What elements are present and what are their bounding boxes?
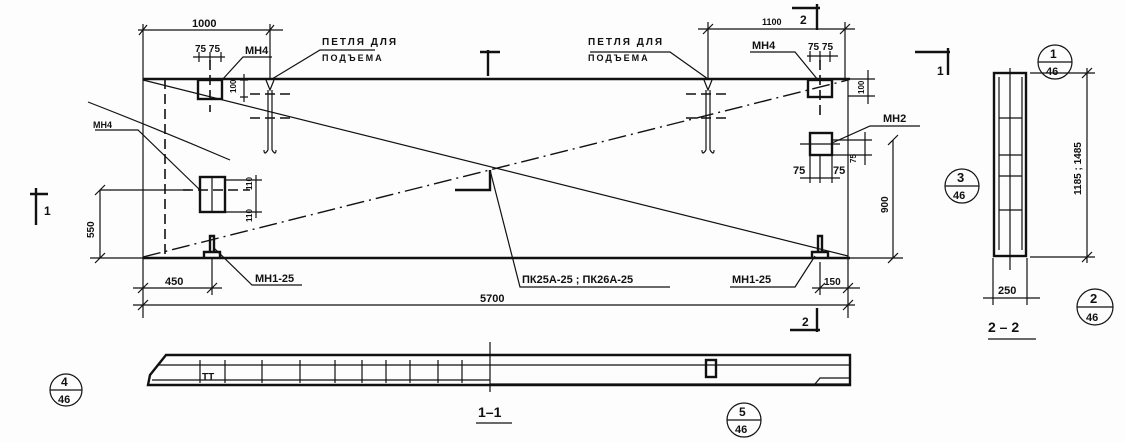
panel-mark-leader [489, 169, 670, 288]
section-1-left-label: 1 [44, 204, 51, 218]
dim-1000-line [138, 24, 283, 36]
mn1-right-insert [810, 234, 830, 258]
callout-4-46: 4 46 [49, 373, 83, 407]
section-1-1-stirrups [199, 342, 491, 392]
callout-number: 2 [1090, 291, 1097, 306]
mn-left-upper-dim: 110 [245, 177, 254, 190]
lifting-loop-left [250, 79, 290, 154]
dim-150-line [812, 262, 860, 295]
section-1-1-reinforcement [152, 364, 850, 385]
mn4-left-dim [193, 52, 225, 62]
loop-right-label-1: ПЕТЛЯ ДЛЯ [588, 37, 664, 48]
mn2-spacing-left: 75 [793, 165, 805, 177]
dim-1100-line [698, 22, 855, 79]
callout-sheet: 46 [58, 394, 70, 406]
dim-250-line [983, 258, 1040, 305]
loop-left-label-2: ПОДЪЕМА [322, 53, 384, 63]
mn4-right-offset-dim [848, 70, 875, 104]
section-2-bottom-label: 2 [802, 315, 809, 329]
mn1-right-leader [730, 255, 816, 288]
section-1-1: ТТ 1–1 [146, 342, 852, 424]
section-2-2-reinforcement [998, 68, 1023, 270]
mn4-left-offset-dim [240, 74, 248, 102]
section-2-2-title: 2 – 2 [988, 319, 1019, 335]
mn4-left-spacing: 75 75 [195, 44, 220, 55]
mn-left-leader-curve [87, 101, 231, 161]
section-1-right-label: 1 [937, 64, 944, 78]
dim-height-line [1030, 67, 1095, 263]
callout-sheet: 46 [1086, 312, 1098, 324]
mn2-leader [831, 125, 920, 144]
loop-left-leader [271, 49, 375, 80]
loop-left-label-1: ПЕТЛЯ ДЛЯ [322, 37, 398, 48]
panel-marks-label: ПК25А-25 ; ПК26А-25 [522, 274, 633, 286]
dim-1000: 1000 [192, 18, 216, 30]
callout-1-46: 1 46 [1037, 44, 1073, 80]
dim-5700-line [133, 258, 855, 318]
mn4-right-spacing: 75 75 [808, 42, 833, 53]
section-1-1-outline [146, 353, 852, 387]
section-mark-2-bottom [790, 308, 820, 332]
section-mark-2-top [792, 4, 820, 30]
callout-sheet: 46 [1046, 66, 1058, 78]
section-1-1-end-insert [814, 377, 850, 385]
section-1-1-title: 1–1 [478, 404, 502, 420]
section-mark-1-left [30, 188, 48, 225]
mn4-right-dim [807, 51, 838, 62]
callout-3-46: 3 46 [944, 168, 980, 204]
mn2-spacing-right: 75 [833, 165, 845, 177]
dim-150: 150 [824, 277, 841, 288]
dim-550-line [90, 184, 143, 264]
dim-900-line [848, 134, 903, 264]
mn-left-leader [95, 129, 201, 191]
mn4-left-label: МН4 [245, 45, 269, 57]
dim-5700: 5700 [480, 293, 504, 305]
dim-450-line [133, 258, 222, 318]
section-2-top-label: 2 [800, 13, 807, 27]
mn2-dims [800, 132, 872, 165]
mn1-left-label: МН1-25 [255, 273, 294, 285]
mn4-right-label: МН4 [752, 40, 776, 52]
section-mark-1-right [915, 48, 950, 75]
mn4-right-leader [750, 51, 819, 81]
plan-view: 75 75 МН4 100 1000 ПЕТЛЯ ДЛЯ ПОДЪЕМА 110… [30, 4, 950, 332]
mn2-offset: 75 [849, 154, 858, 163]
mn1-right-label: МН1-25 [732, 274, 771, 286]
mn-left-label: МН4 [93, 120, 112, 130]
mn2-spacing-dim [800, 155, 840, 183]
mn4-right-offset: 100 [857, 80, 866, 94]
section-mark-1-top [480, 50, 500, 76]
dim-450: 450 [165, 276, 183, 288]
callout-number: 3 [957, 170, 964, 185]
section-1-1-insert [704, 358, 718, 379]
callout-number: 4 [61, 375, 68, 389]
section-width-dim: 250 [998, 285, 1016, 297]
mn-left-dim [225, 175, 262, 218]
diagonal-axis-line [142, 79, 849, 258]
callout-number: 5 [739, 405, 746, 419]
callout-sheet: 46 [953, 190, 965, 202]
dim-900: 900 [880, 196, 891, 213]
center-mark [455, 170, 492, 192]
dim-550: 550 [86, 221, 97, 238]
dim-1100: 1100 [762, 17, 782, 27]
mn-left-lower-dim: 110 [245, 209, 254, 222]
loop-right-leader [590, 51, 709, 80]
mn1-left-insert [202, 234, 222, 258]
loop-right-label-2: ПОДЪЕМА [588, 53, 650, 63]
callout-5-46: 5 46 [726, 402, 762, 438]
mn4-left-leader [221, 56, 272, 81]
callout-2-46: 2 46 [1076, 288, 1114, 326]
mn4-left-offset: 100 [229, 79, 238, 93]
mn2-label: МН2 [883, 113, 906, 125]
section-2-2: 1185 ; 1485 250 2 – 2 [983, 67, 1095, 340]
lifting-loop-right [686, 79, 728, 154]
mn1-left-leader [213, 247, 302, 286]
section-height-dim: 1185 ; 1485 [1073, 142, 1084, 195]
callout-number: 1 [1050, 47, 1057, 61]
callout-sheet: 46 [735, 424, 747, 436]
stirrup-mark: ТТ [202, 372, 214, 383]
